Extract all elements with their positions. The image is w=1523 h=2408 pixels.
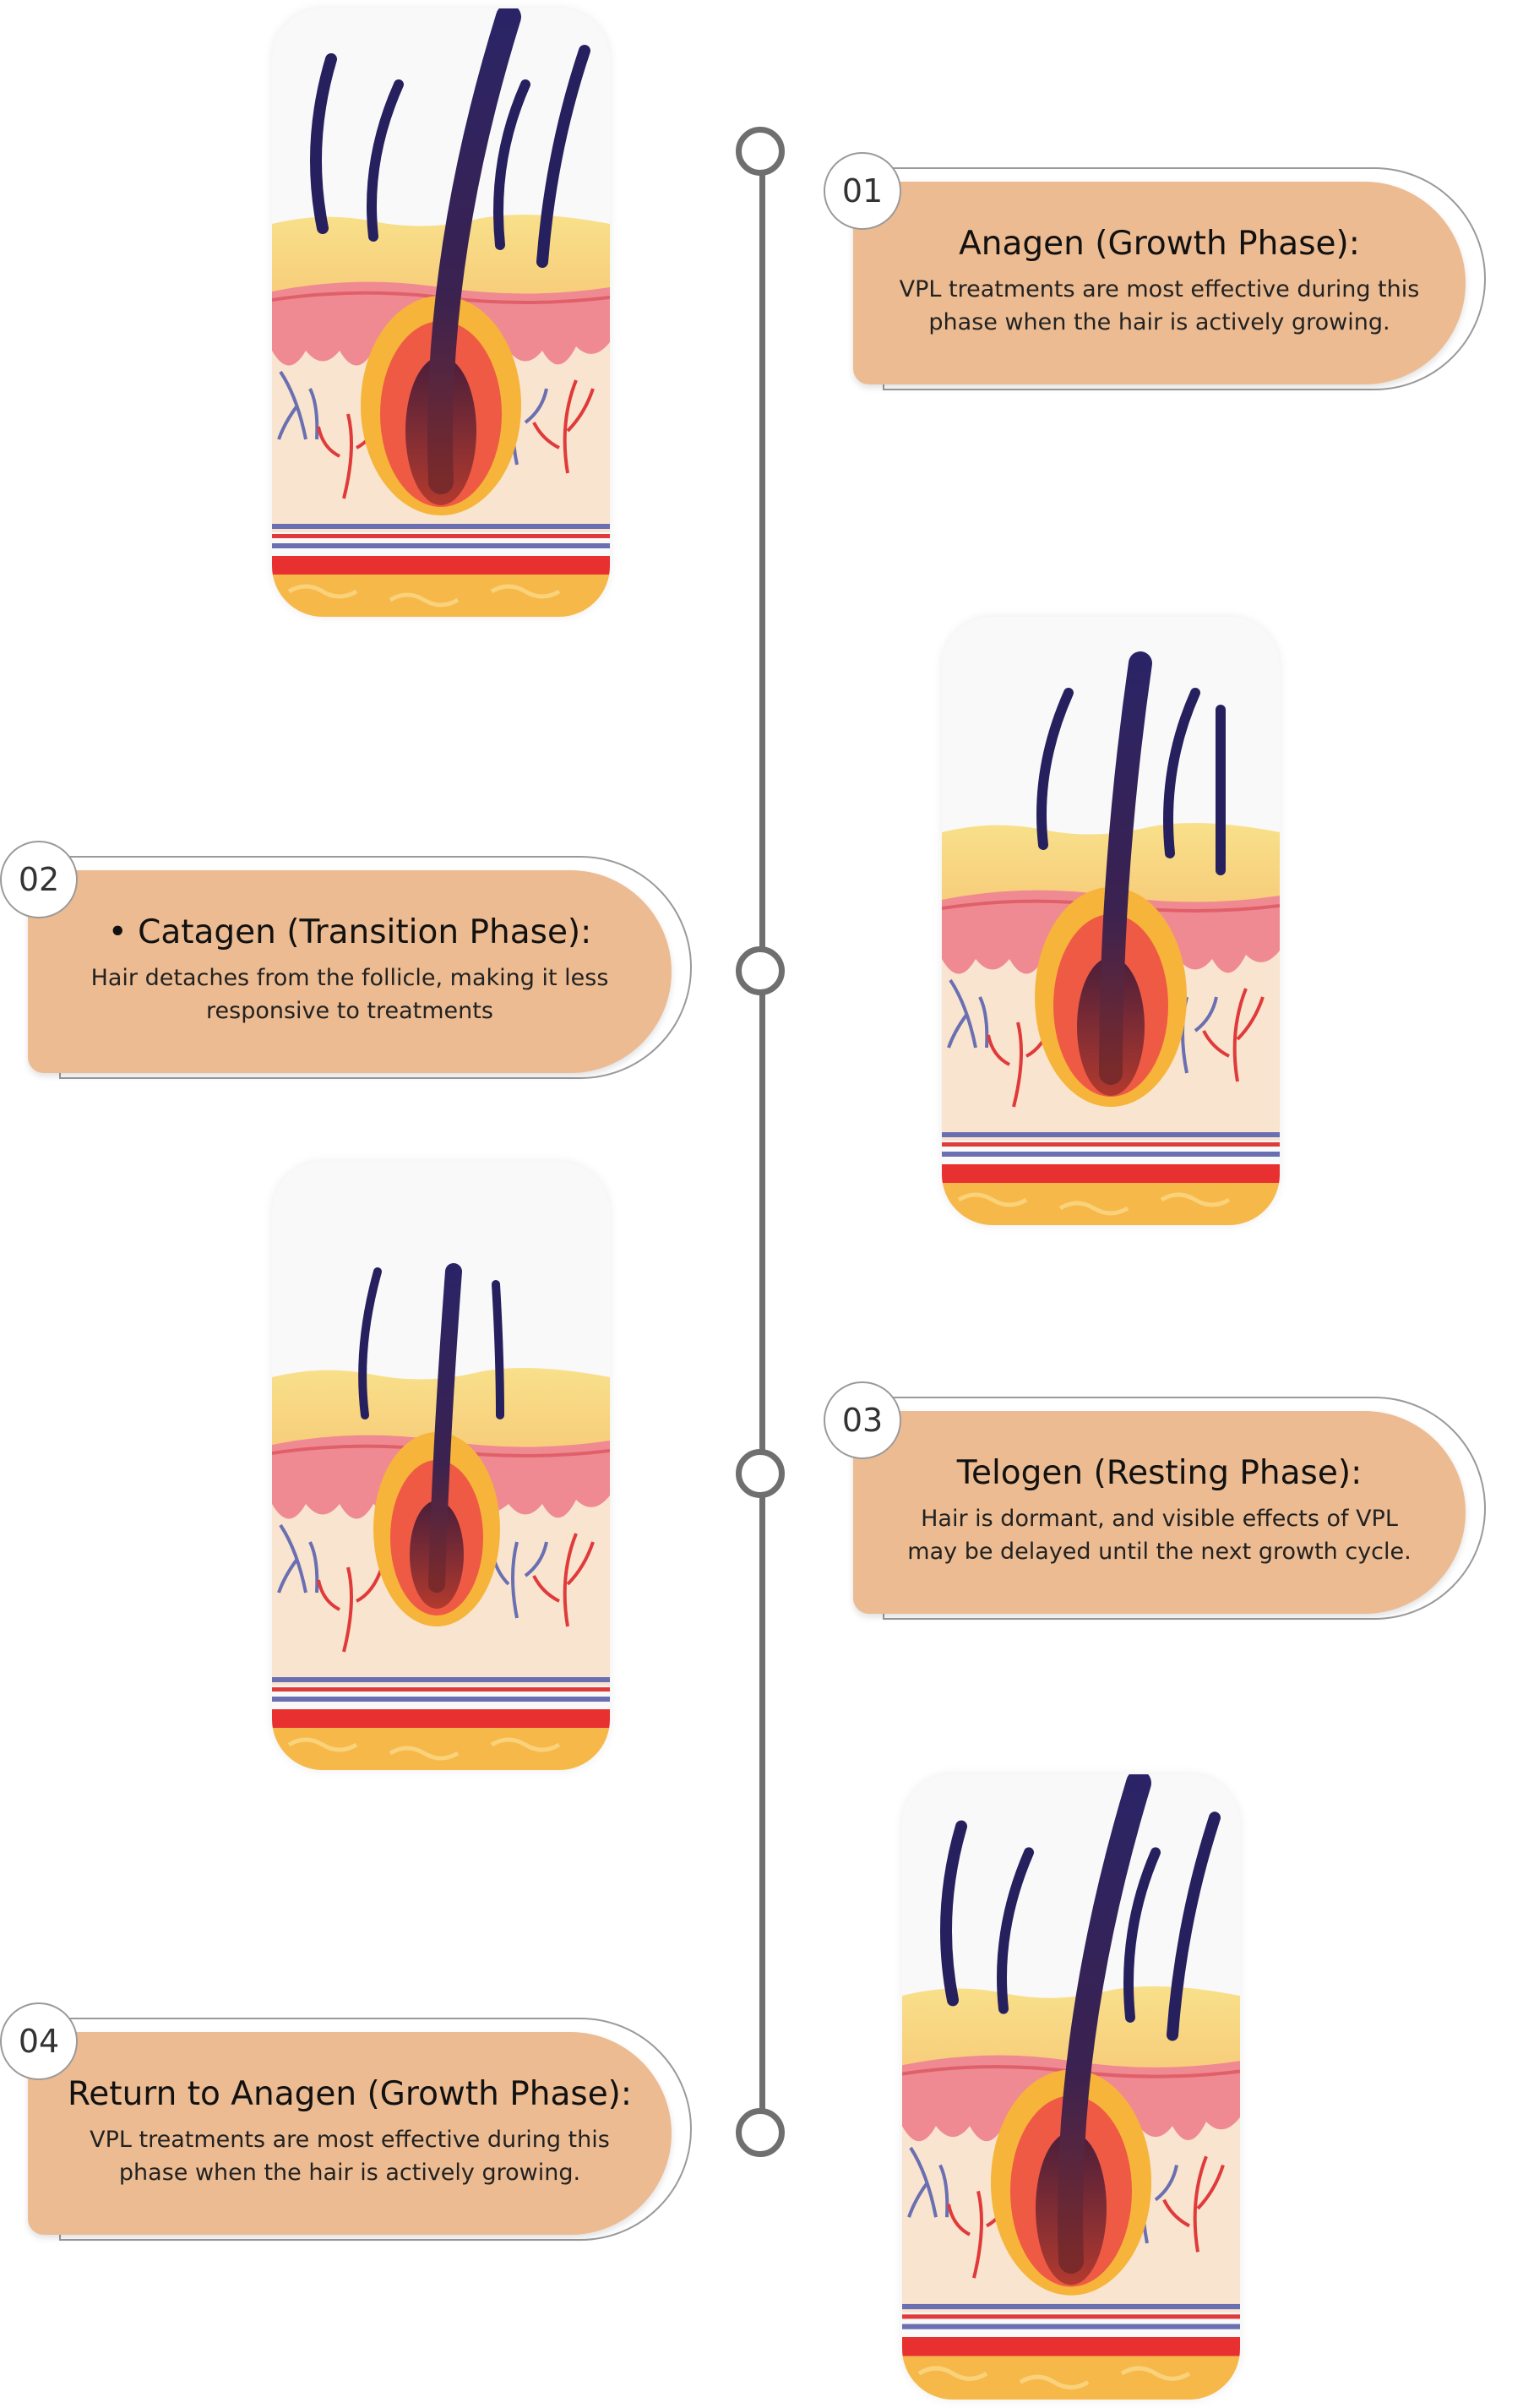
timeline-node-2 <box>736 946 785 995</box>
phase-title: Anagen (Growth Phase): <box>959 225 1360 264</box>
phase-number-badge: 01 <box>824 152 901 230</box>
phase-description: Hair is dormant, and visible effects of … <box>907 1506 1411 1566</box>
hair-follicle-illustration-4 <box>902 1774 1240 2400</box>
timeline-line <box>759 148 765 2142</box>
timeline-node-1 <box>736 127 785 176</box>
phase-title: • Catagen (Transition Phase): <box>107 913 592 952</box>
phase-card-1: Anagen (Growth Phase): VPL treatments ar… <box>824 152 1523 406</box>
phase-description: VPL treatments are most effective during… <box>899 276 1420 336</box>
phase-description: Hair detaches from the follicle, making … <box>90 965 609 1025</box>
phase-number-badge: 04 <box>0 2002 78 2080</box>
card-body: Anagen (Growth Phase): VPL treatments ar… <box>853 182 1466 384</box>
phase-card-2: • Catagen (Transition Phase): Hair detac… <box>0 841 701 1094</box>
card-body: Telogen (Resting Phase): Hair is dormant… <box>853 1411 1466 1614</box>
phase-title: Return to Anagen (Growth Phase): <box>67 2075 633 2114</box>
phase-card-3: Telogen (Resting Phase): Hair is dormant… <box>824 1381 1523 1635</box>
timeline-node-4 <box>736 2108 785 2157</box>
phase-number-badge: 02 <box>0 841 78 918</box>
hair-follicle-illustration-1 <box>272 8 610 617</box>
phase-number-badge: 03 <box>824 1381 901 1459</box>
hair-follicle-illustration-3 <box>272 1162 610 1770</box>
phase-title: Telogen (Resting Phase): <box>956 1454 1363 1493</box>
phase-description: VPL treatments are most effective during… <box>90 2127 610 2187</box>
hair-follicle-illustration-2 <box>942 617 1280 1225</box>
card-body: Return to Anagen (Growth Phase): VPL tre… <box>28 2032 672 2235</box>
timeline-node-3 <box>736 1449 785 1498</box>
phase-card-4: Return to Anagen (Growth Phase): VPL tre… <box>0 2002 701 2256</box>
card-body: • Catagen (Transition Phase): Hair detac… <box>28 870 672 1073</box>
